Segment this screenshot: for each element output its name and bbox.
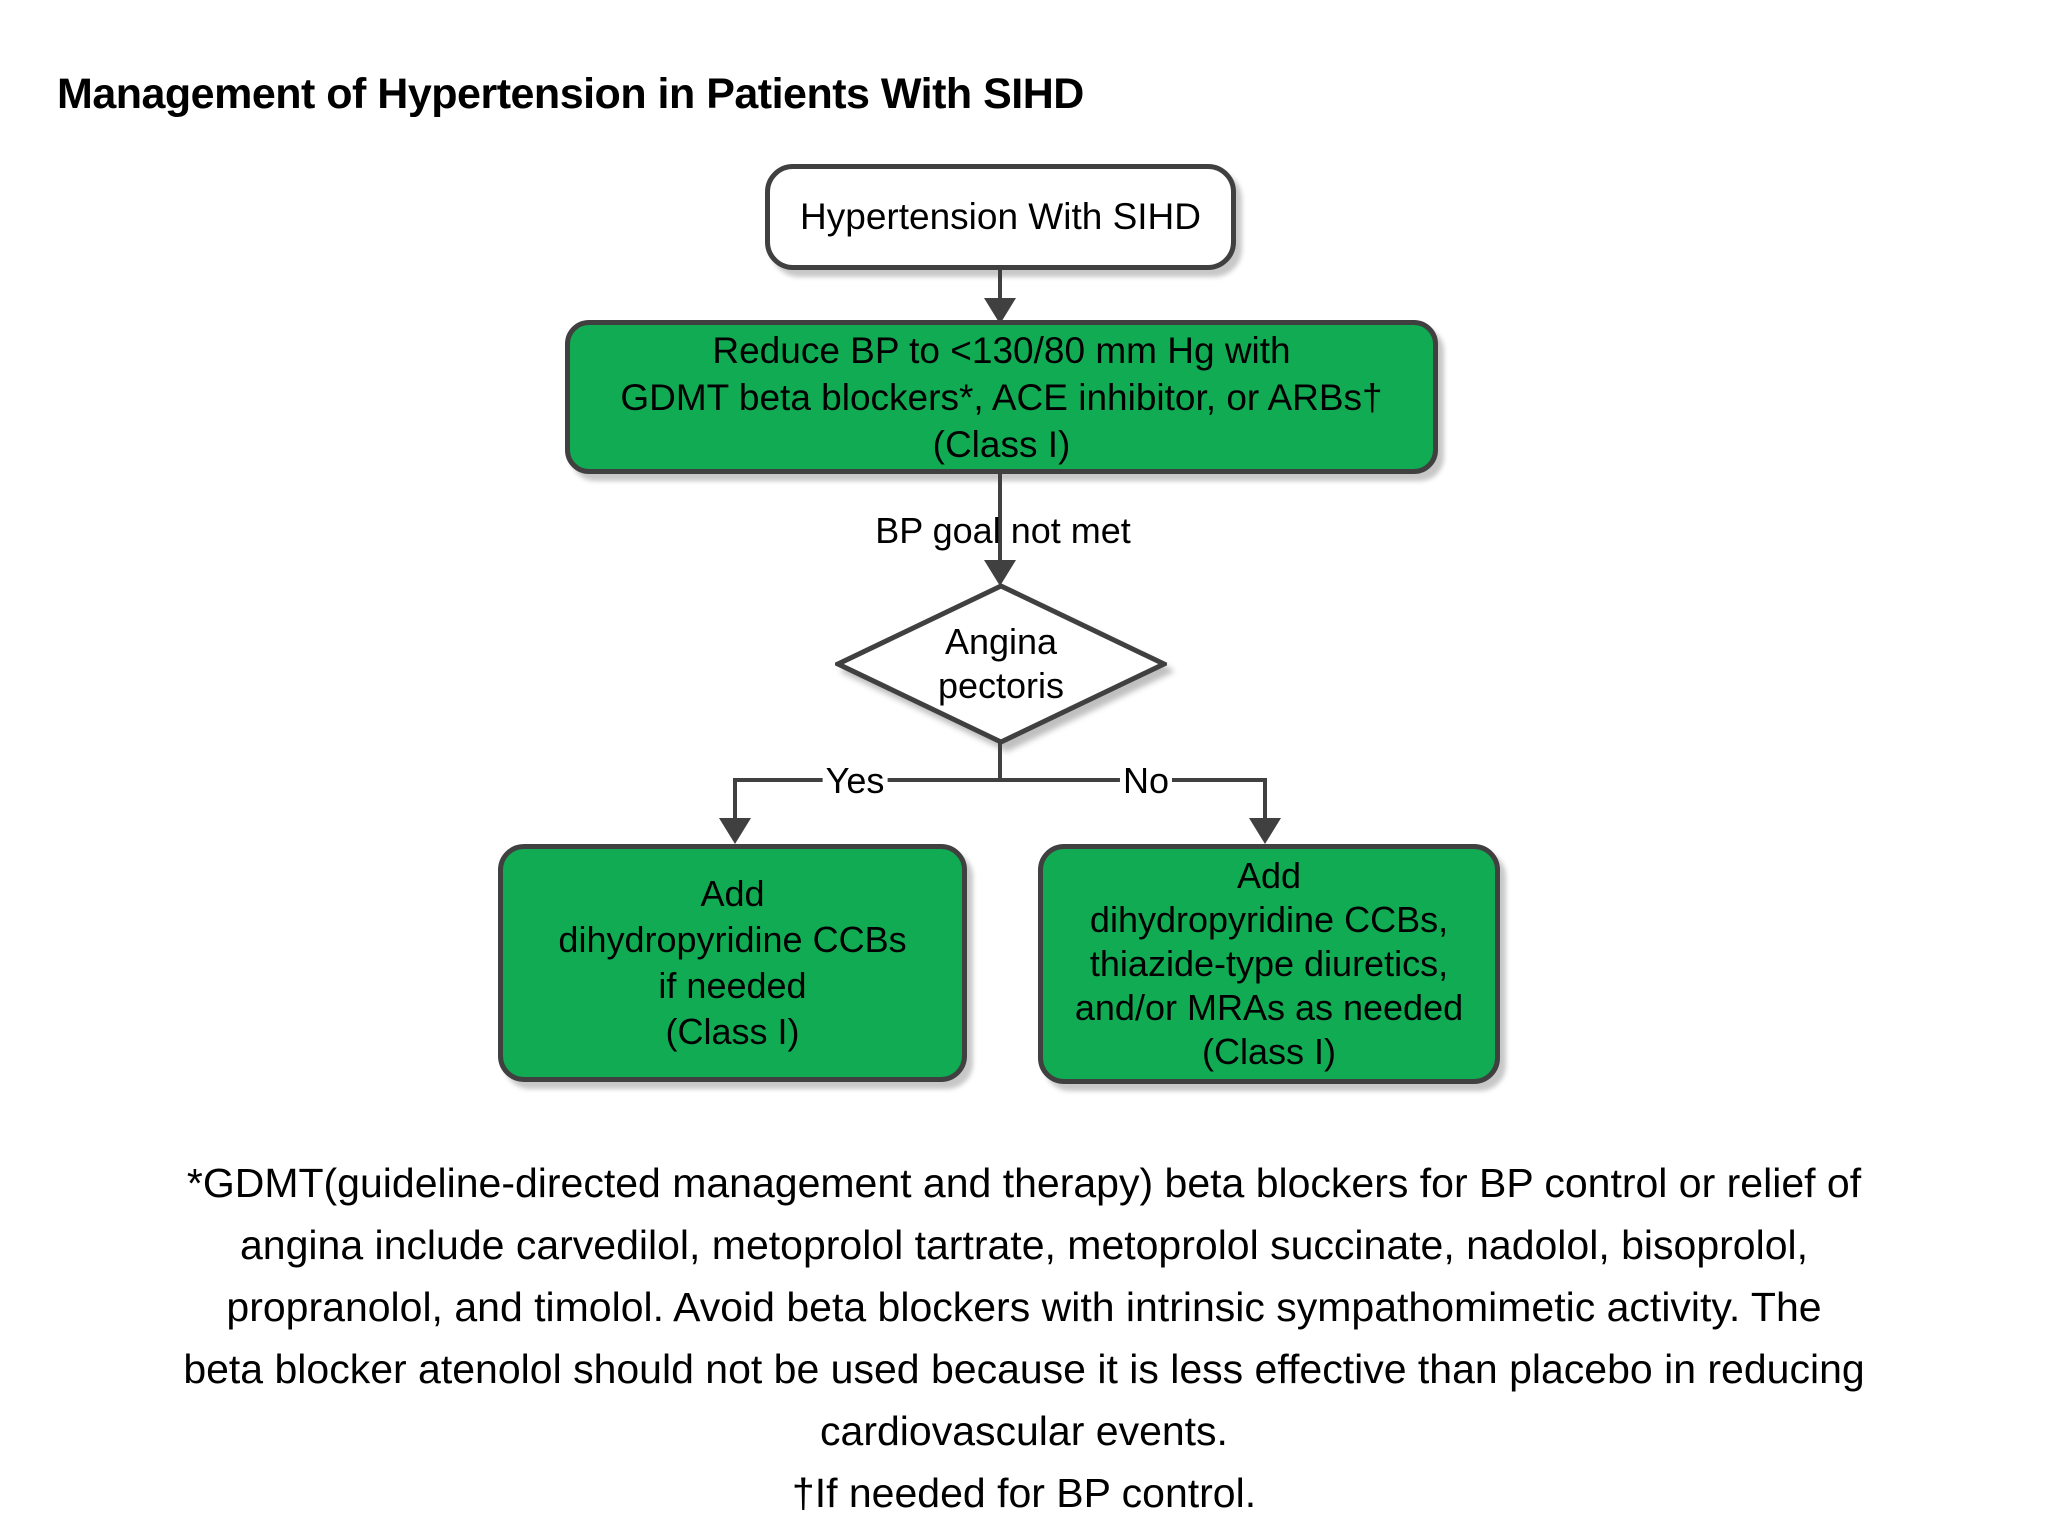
- connector-start-step1: [998, 268, 1002, 304]
- page-title: Management of Hypertension in Patients W…: [57, 70, 1084, 118]
- add-ccb-node: Add dihydropyridine CCBs if needed (Clas…: [498, 844, 967, 1082]
- footnote-gdmt-line-3: propranolol, and timolol. Avoid beta blo…: [226, 1284, 1822, 1330]
- connector-decision-junction: [998, 741, 1002, 782]
- add-mix-line-5: (Class I): [1202, 1031, 1336, 1072]
- connector-step1-decision: [998, 474, 1002, 562]
- footnote-gdmt-line-4: beta blocker atenolol should not be used…: [183, 1346, 1865, 1392]
- add-mix-line-4: and/or MRAs as needed: [1074, 987, 1464, 1028]
- add-ccb-line-3: if needed: [658, 965, 807, 1006]
- arrowhead-into-yes-box: [719, 818, 751, 844]
- add-mix-line-2: dihydropyridine CCBs,: [1089, 899, 1449, 940]
- reduce-bp-node: Reduce BP to <130/80 mm Hg with GDMT bet…: [565, 320, 1438, 474]
- arrowhead-into-step1: [984, 298, 1016, 324]
- branch-label-yes: Yes: [822, 760, 888, 802]
- arrowhead-into-decision: [984, 560, 1016, 586]
- add-ccb-line-4: (Class I): [665, 1011, 800, 1052]
- start-node: Hypertension With SIHD: [765, 164, 1236, 270]
- decision-line-1: Angina: [944, 621, 1058, 662]
- start-node-label: Hypertension With SIHD: [800, 196, 1201, 237]
- edge-label-bp-goal-not-met: BP goal not met: [875, 510, 1131, 551]
- reduce-bp-line-3: (Class I): [932, 423, 1071, 465]
- decision-label: Angina pectoris: [835, 583, 1167, 745]
- branch-label-no: No: [1119, 760, 1173, 802]
- footnote-gdmt-line-5: cardiovascular events.: [820, 1408, 1228, 1454]
- add-ccb-line-2: dihydropyridine CCBs: [558, 919, 907, 960]
- footnote-gdmt-line-2: angina include carvedilol, metoprolol ta…: [240, 1222, 1808, 1268]
- footnote-block: *GDMT(guideline-directed management and …: [0, 1152, 2048, 1524]
- add-mix-line-3: thiazide-type diuretics,: [1089, 943, 1449, 984]
- arrowhead-into-no-box: [1249, 818, 1281, 844]
- add-ccb-line-1: Add: [700, 873, 765, 914]
- junction-line: [733, 778, 1267, 782]
- add-ccb-diuretic-mra-node: Add dihydropyridine CCBs, thiazide-type …: [1038, 844, 1500, 1084]
- add-mix-line-1: Add: [1236, 855, 1302, 896]
- reduce-bp-line-1: Reduce BP to <130/80 mm Hg with: [712, 329, 1291, 371]
- decision-line-2: pectoris: [937, 665, 1065, 706]
- connector-yes-branch: [733, 778, 737, 820]
- connector-no-branch: [1263, 778, 1267, 820]
- footnote-dagger-line: †If needed for BP control.: [791, 1470, 1257, 1516]
- footnote-gdmt-line-1: *GDMT(guideline-directed management and …: [186, 1160, 1862, 1206]
- reduce-bp-line-2: GDMT beta blockers*, ACE inhibitor, or A…: [620, 376, 1383, 418]
